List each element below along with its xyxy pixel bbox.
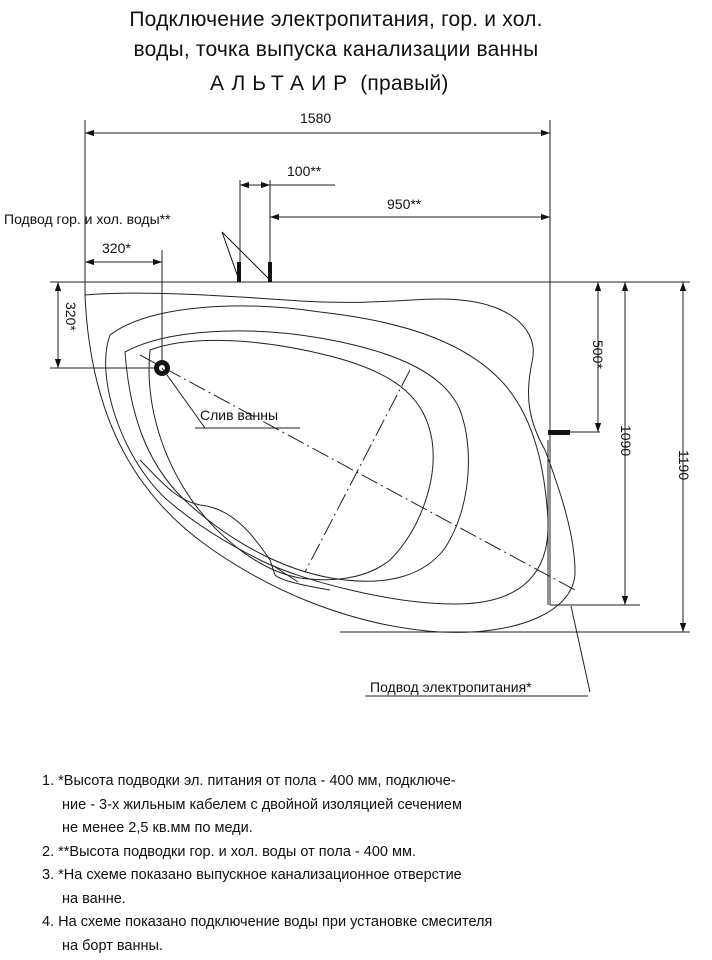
note-text: на ванне. <box>62 890 126 907</box>
note-number: 3. <box>42 867 55 883</box>
note-number: 1. <box>42 773 55 789</box>
power-outlet <box>548 430 570 435</box>
note-3: 3. *На схеме показано выпускное канализа… <box>42 864 682 911</box>
bathtub-seat <box>139 459 331 591</box>
note-text: *На схеме показано выпускное канализацио… <box>58 867 462 883</box>
note-text: ние - 3-х жильным кабелем с двойной изол… <box>62 796 462 813</box>
model-name: АЛЬТАИР <box>210 72 355 95</box>
note-text: *Высота подводки эл. питания от пола - 4… <box>58 773 456 789</box>
dim-320x-label: 320* <box>102 240 131 256</box>
notes-list: 1. *Высота подводки эл. питания от пола … <box>42 770 682 958</box>
dim-100-label: 100** <box>287 163 322 179</box>
note-1: 1. *Высота подводки эл. питания от пола … <box>42 770 682 841</box>
dim-1580-label: 1580 <box>300 110 331 126</box>
bathtub-inner-rim <box>105 305 549 605</box>
drain-leader <box>161 367 206 429</box>
power-leader <box>570 605 591 693</box>
title-line-2: воды, точка выпуска канализации ванны <box>133 38 539 61</box>
dim-1190-label: 1190 <box>676 450 692 480</box>
drain-label: Слив ванны <box>200 407 278 423</box>
note-4: 4. На схеме показано подключение воды пр… <box>42 911 682 958</box>
note-number: 4. <box>42 914 55 930</box>
dim-320y-label: 320* <box>63 302 79 331</box>
note-2: 2. **Высота подводки гор. и хол. воды от… <box>42 841 682 865</box>
model-side: (правый) <box>360 72 449 95</box>
bathtub-outer-rim <box>84 292 576 633</box>
dim-500-label: 500* <box>590 340 606 369</box>
axis-major <box>139 354 576 591</box>
water-supply-label: Подвод гор. и хол. воды** <box>4 211 171 227</box>
note-text: не менее 2,5 кв.мм по меди. <box>62 820 253 836</box>
note-text: На схеме показано подключение воды при у… <box>58 914 493 930</box>
power-supply-label: Подвод электропитания* <box>370 679 532 695</box>
note-text: **Высота подводки гор. и хол. воды от по… <box>58 843 416 860</box>
note-number: 2. <box>42 843 55 860</box>
bathtub-inner-bowl <box>124 330 469 582</box>
title-model-line: АЛЬТАИР (правый) <box>210 68 610 100</box>
note-text: на борт ванны. <box>62 937 163 954</box>
hot-water-pipe <box>237 262 241 282</box>
dim-1090-label: 1090 <box>618 425 634 456</box>
axis-minor <box>304 369 411 573</box>
dim-950-label: 950** <box>387 196 422 212</box>
title-line-1: Подключение электропитания, гор. и хол. <box>129 8 543 31</box>
bathtub-basin <box>148 339 434 581</box>
bathtub-step <box>271 564 299 583</box>
cold-water-pipe <box>268 262 272 282</box>
